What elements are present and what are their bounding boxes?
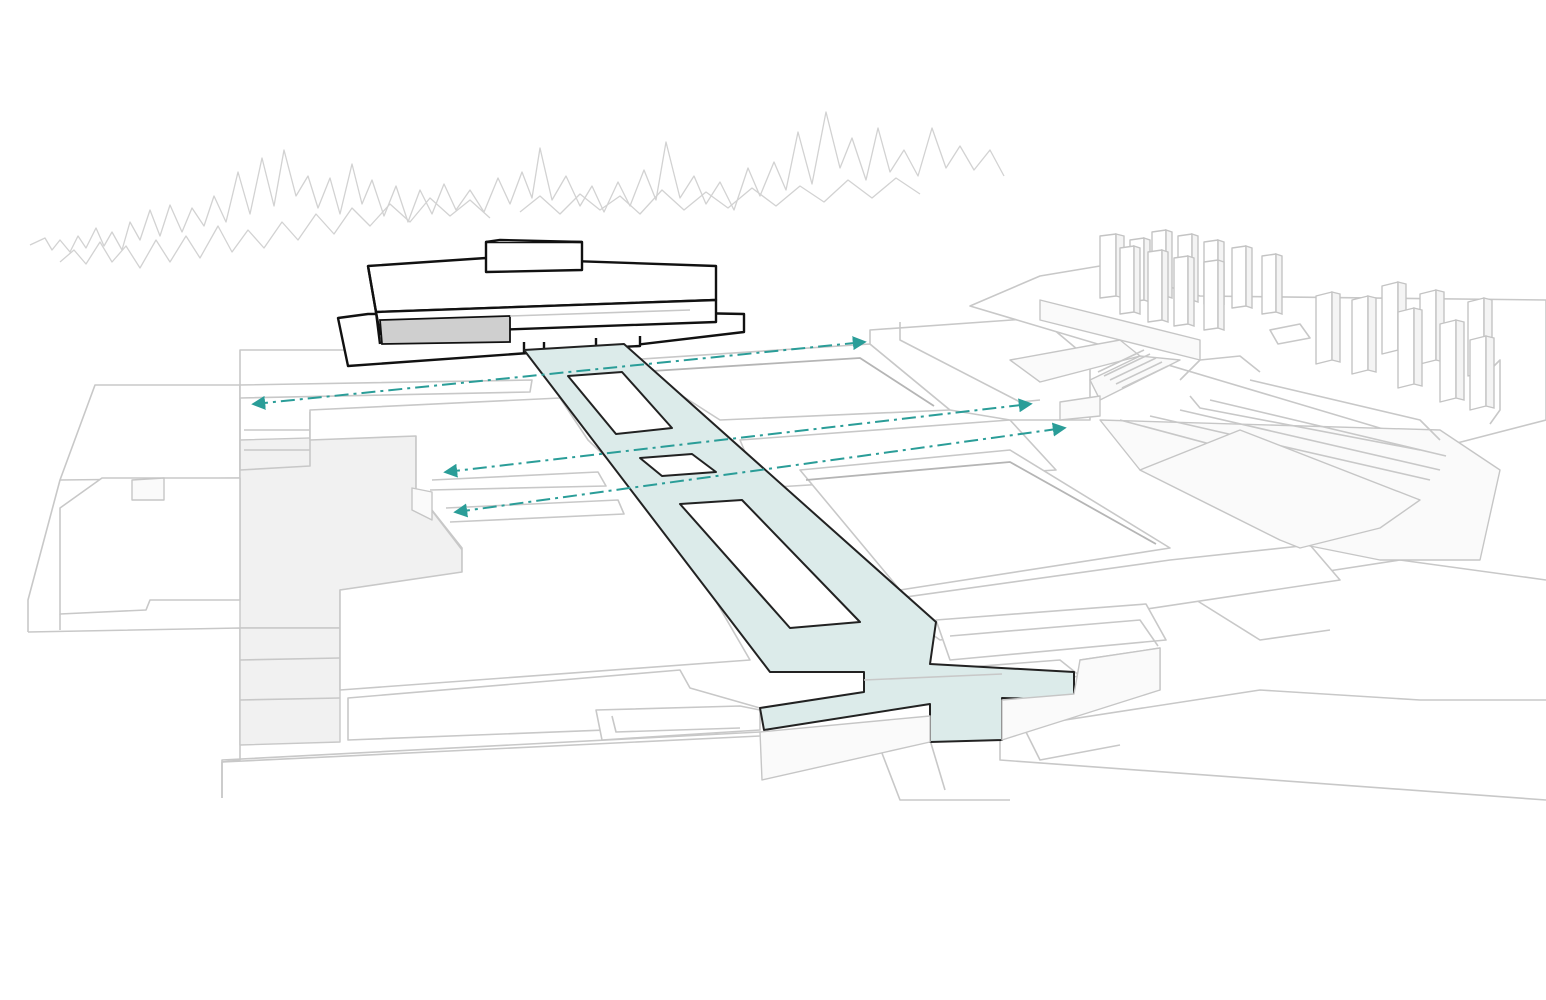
tower-group-front: [1315, 281, 1495, 411]
residential-towers: [1099, 229, 1495, 411]
museum-building: [336, 238, 746, 368]
front-walls: [221, 647, 1161, 781]
circulation-arrow-1: [251, 336, 867, 410]
circulation-arrow-3: [453, 422, 1067, 518]
cross-circulation-arrows: [251, 336, 1067, 518]
tree-line: [29, 111, 1005, 269]
tower-group-rear: [1099, 229, 1283, 331]
circulation-arrow-2: [443, 398, 1033, 478]
site-context: [27, 349, 1546, 801]
